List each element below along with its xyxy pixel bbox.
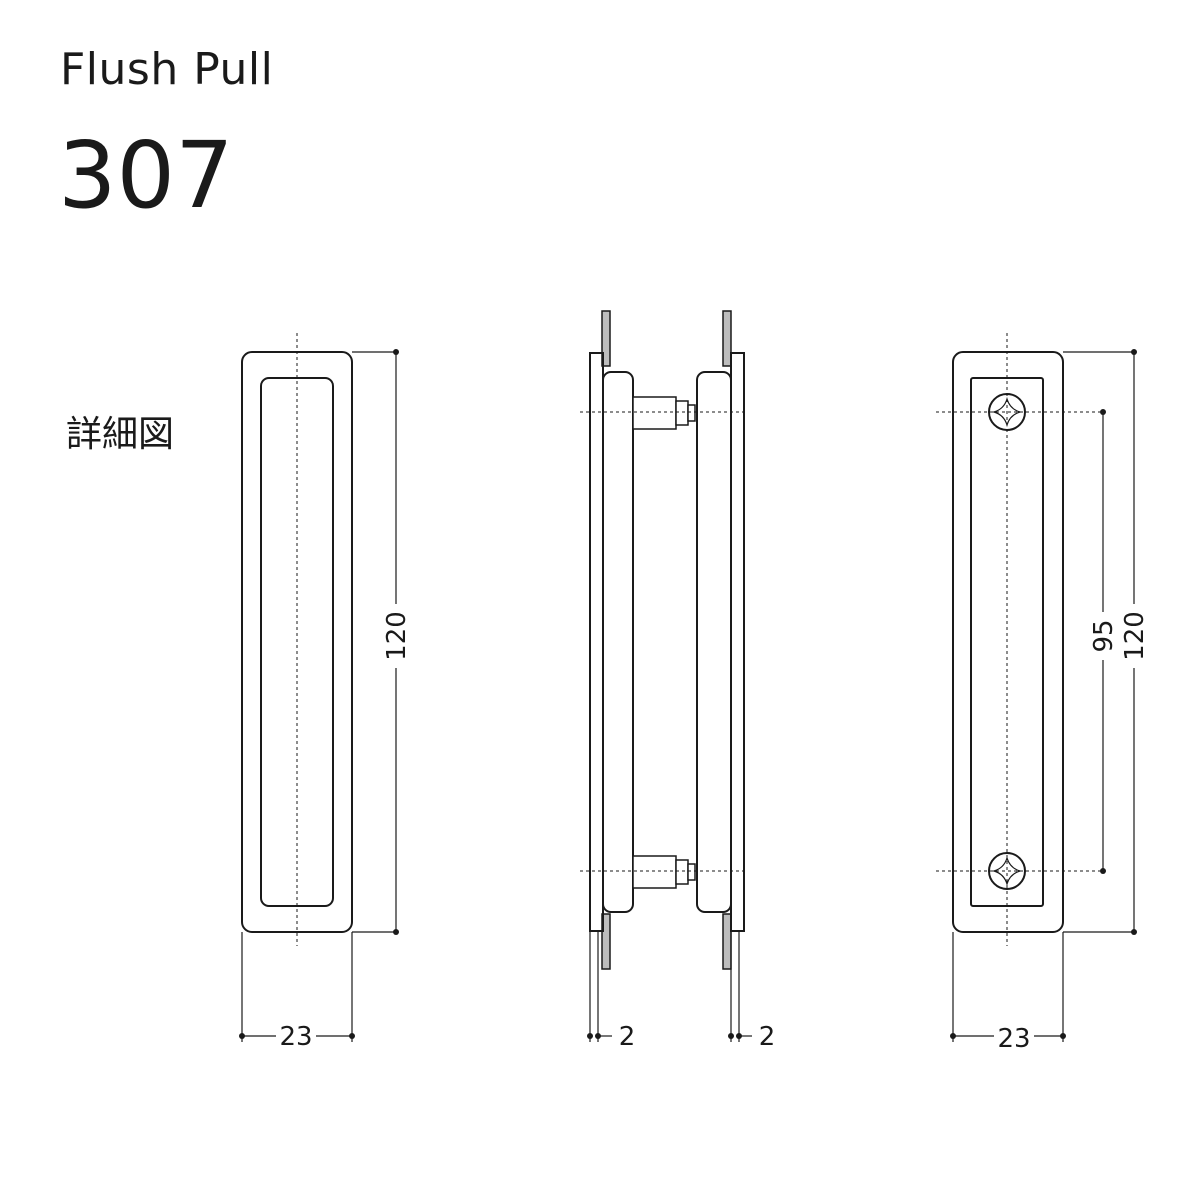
- screw-head-bottom-icon: [988, 852, 1026, 890]
- side-screw-nub-bottom: [687, 863, 696, 881]
- back-width-dot-left: [950, 1033, 956, 1039]
- detail-drawing-label: 詳細図: [66, 414, 175, 455]
- front-height-label: 120: [382, 611, 412, 661]
- side-right-door-plate-bottom: [722, 913, 732, 970]
- back-pitch-dot-top: [1100, 409, 1106, 415]
- side-left-door-plate-bottom: [601, 913, 611, 970]
- model-number: 307: [58, 122, 234, 229]
- side-right-dim-dot-a: [728, 1033, 734, 1039]
- front-width-dot-left: [239, 1033, 245, 1039]
- front-view: 120 23: [239, 333, 412, 1052]
- back-height-dot-top: [1131, 349, 1137, 355]
- side-screw-stem-bottom: [632, 855, 677, 889]
- side-right-body: [696, 371, 732, 913]
- back-outer-frame: [952, 351, 1064, 933]
- side-left-door-plate-top: [601, 310, 611, 367]
- front-height-dot-top: [393, 349, 399, 355]
- side-left-flange: [589, 352, 604, 932]
- screw-head-top-icon: [988, 393, 1026, 431]
- side-left-body: [602, 371, 634, 913]
- back-height-dot-bottom: [1131, 929, 1137, 935]
- side-screw-tip-bottom: [675, 859, 689, 885]
- back-width-dot-right: [1060, 1033, 1066, 1039]
- back-view: 95 120 23: [936, 333, 1150, 1054]
- side-left-plate-label: 2: [619, 1022, 636, 1052]
- side-view: 2 2: [580, 310, 776, 1052]
- side-right-flange: [730, 352, 745, 932]
- side-screw-nub-top: [687, 404, 696, 422]
- side-right-plate-label: 2: [759, 1022, 776, 1052]
- side-screw-stem-top: [632, 396, 677, 430]
- side-right-door-plate-top: [722, 310, 732, 367]
- back-pitch-dot-bottom: [1100, 868, 1106, 874]
- back-width-label: 23: [997, 1024, 1030, 1054]
- back-height-label: 120: [1120, 611, 1150, 661]
- side-left-dim-dot-a: [587, 1033, 593, 1039]
- product-subtitle: Flush Pull: [60, 44, 274, 95]
- side-screw-tip-top: [675, 400, 689, 426]
- back-pitch-label: 95: [1089, 619, 1119, 652]
- front-width-label: 23: [279, 1022, 312, 1052]
- front-height-dot-bottom: [393, 929, 399, 935]
- front-width-dot-right: [349, 1033, 355, 1039]
